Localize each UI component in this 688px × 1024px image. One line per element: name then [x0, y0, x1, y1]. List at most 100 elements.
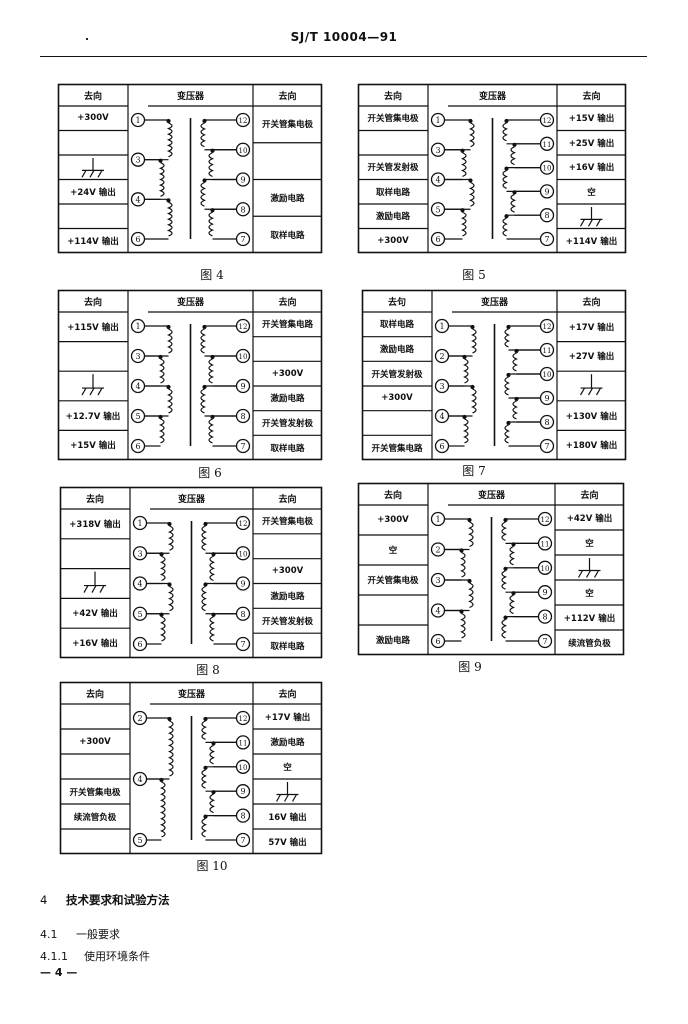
- primary-winding: [166, 122, 173, 158]
- left-destination-cell: +300V: [377, 235, 409, 246]
- pin-1: 1: [130, 112, 146, 128]
- primary-winding: [460, 211, 467, 237]
- center-header: 变压器: [477, 490, 505, 501]
- pin-label: 9: [240, 787, 245, 796]
- primary-winding: [470, 328, 477, 354]
- secondary-winding: [509, 594, 515, 615]
- right-destination-cell: +16V 输出: [568, 163, 615, 174]
- left-destination-cell: 激励电路: [375, 212, 410, 223]
- polarity-dot: [203, 521, 208, 527]
- pin-10: 10: [537, 560, 553, 575]
- left-header: 去句: [387, 297, 406, 308]
- pin-12: 12: [235, 710, 251, 726]
- pin-label: 3: [435, 576, 440, 585]
- secondary-winding: [510, 193, 517, 213]
- pin-label: 6: [137, 640, 142, 649]
- left-header: 去向: [85, 689, 104, 700]
- pin-6: 6: [130, 231, 146, 247]
- secondary-winding: [201, 818, 207, 838]
- primary-winding: [468, 582, 474, 609]
- pin-label: 10: [541, 565, 550, 573]
- pin-label: 4: [137, 775, 142, 784]
- caption-fig8: 图 8: [196, 663, 220, 677]
- frame-border: [357, 83, 627, 254]
- pin-2: 2: [132, 710, 148, 726]
- pin-9: 9: [235, 172, 251, 187]
- polarity-dot: [158, 414, 163, 420]
- secondary-winding: [510, 146, 517, 166]
- polarity-dot: [203, 814, 208, 819]
- primary-winding: [158, 418, 165, 444]
- secondary-winding: [208, 211, 215, 237]
- right-destination-cell: +27V 输出: [568, 352, 615, 363]
- caption-fig10: 图 10: [196, 859, 228, 873]
- pin-7: 7: [235, 438, 251, 454]
- left-destination-cell: 开关管集电极: [69, 787, 121, 798]
- primary-winding: [468, 181, 475, 207]
- polarity-dot: [159, 612, 164, 617]
- ground-symbol-icon: [577, 558, 601, 578]
- pin-label: 9: [544, 187, 549, 196]
- right-destination-cell: +114V 输出: [565, 236, 618, 247]
- primary-winding: [167, 525, 174, 551]
- right-header: 去向: [278, 689, 297, 700]
- primary-winding: [168, 720, 174, 777]
- pin-3: 3: [430, 572, 446, 588]
- pin-6: 6: [132, 636, 148, 652]
- left-header: 去向: [83, 297, 102, 308]
- left-destination-cell: 续流管负极: [73, 812, 117, 823]
- polarity-dot: [511, 591, 516, 596]
- left-header: 去向: [383, 91, 402, 102]
- pin-3: 3: [132, 546, 148, 561]
- pin-8: 8: [539, 414, 555, 430]
- right-destination-cell: 续流管负极: [568, 638, 611, 649]
- pin-label: 8: [240, 412, 245, 421]
- pin-11: 11: [235, 735, 251, 750]
- pin-label: 3: [137, 549, 142, 558]
- pin-label: 8: [544, 418, 549, 427]
- ground-symbol-icon: [579, 374, 603, 396]
- secondary-winding: [509, 545, 515, 566]
- polarity-dot: [202, 384, 207, 390]
- pin-11: 11: [537, 536, 553, 551]
- pin-label: 12: [239, 715, 248, 723]
- secondary-winding: [201, 525, 208, 551]
- right-destination-cell: 空: [585, 538, 594, 549]
- polarity-dot: [158, 158, 163, 163]
- caption-fig4: 图 4: [200, 268, 224, 282]
- primary-winding: [460, 612, 466, 639]
- pin-label: 1: [435, 515, 440, 524]
- caption-fig7: 图 7: [462, 464, 486, 478]
- polarity-dot: [202, 118, 207, 124]
- pin-label: 8: [240, 610, 245, 619]
- pin-label: 5: [137, 610, 142, 619]
- primary-winding: [468, 521, 474, 548]
- primary-winding: [159, 616, 166, 642]
- secondary-winding: [200, 388, 207, 414]
- polarity-dot: [504, 214, 509, 219]
- left-destination-cell: 激励电路: [379, 344, 414, 355]
- secondary-winding: [208, 418, 215, 444]
- secondary-winding: [201, 585, 208, 612]
- pin-6: 6: [430, 231, 446, 247]
- polarity-dot: [462, 354, 467, 360]
- polarity-dot: [159, 552, 164, 557]
- ground-symbol-icon: [81, 158, 104, 178]
- pin-label: 12: [543, 117, 552, 125]
- right-header: 去向: [278, 494, 297, 505]
- ground-symbol-icon: [579, 207, 603, 227]
- right-destination-cell: +180V 输出: [565, 441, 618, 452]
- secondary-winding: [200, 122, 207, 148]
- pin-4: 4: [434, 408, 450, 424]
- pin-4: 4: [430, 603, 446, 618]
- pin-label: 7: [544, 442, 549, 451]
- pin-label: 1: [439, 322, 444, 331]
- primary-winding: [158, 162, 165, 197]
- polarity-dot: [159, 777, 164, 783]
- right-destination-cell: 空: [283, 762, 292, 773]
- secondary-winding: [200, 328, 207, 354]
